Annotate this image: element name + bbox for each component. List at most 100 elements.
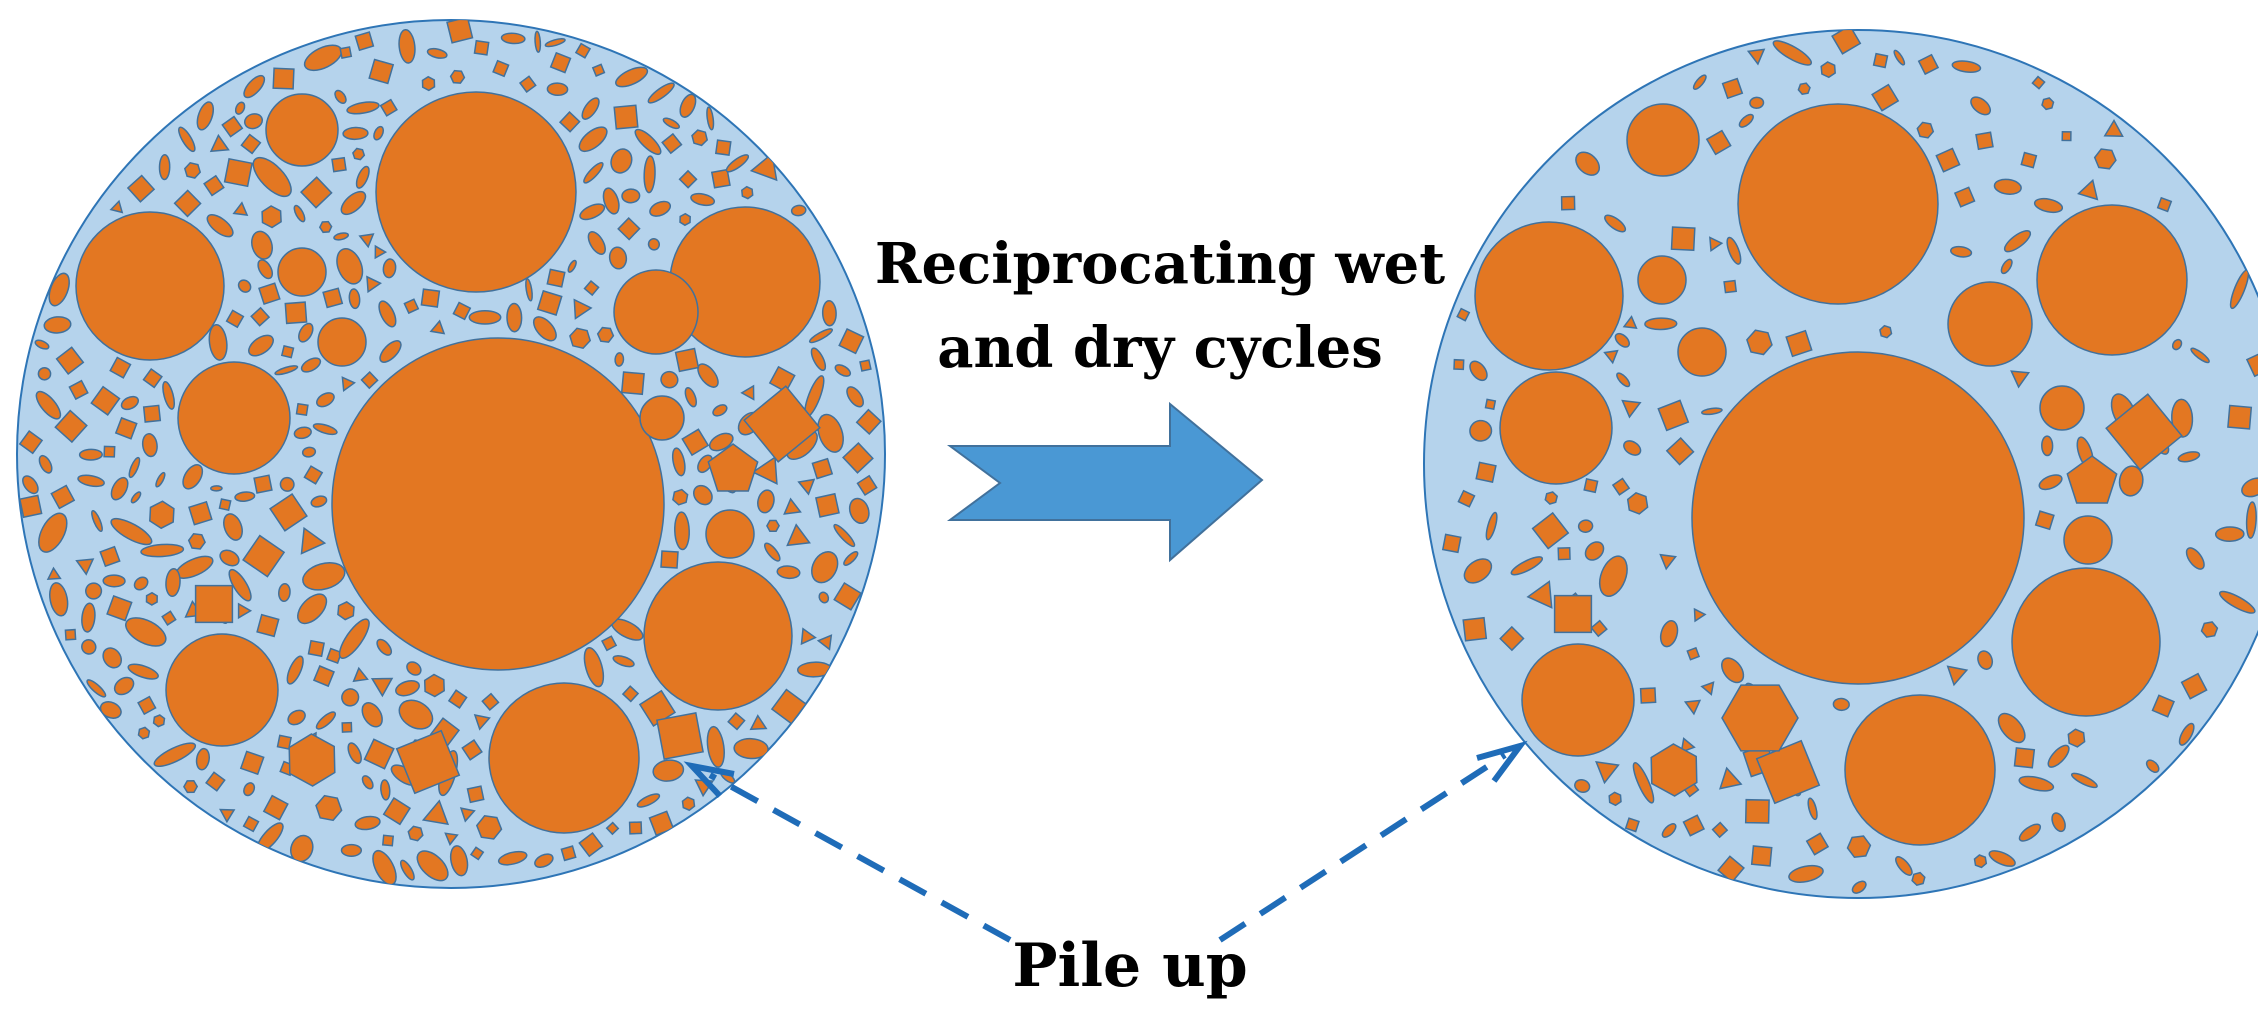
fine-particle-ellipse [808, 328, 834, 344]
fine-particle-ellipse [35, 390, 62, 420]
fine-particle-square [363, 738, 395, 770]
coarse-aggregate [277, 247, 327, 297]
fine-particle-square [54, 409, 88, 444]
fine-particle-square [242, 815, 260, 833]
fine-particle-hexagon [149, 500, 175, 530]
fine-particle-square [395, 729, 461, 795]
fine-particle-triangle [358, 233, 375, 249]
coarse-aggregate [488, 682, 640, 834]
fine-particle-square [620, 371, 645, 396]
fine-particle-ellipse [43, 316, 72, 334]
fine-particle-square [225, 309, 245, 329]
coarse-aggregate [177, 361, 291, 475]
fine-particle-ellipse [652, 759, 685, 782]
fine-particle-square [194, 584, 234, 624]
fine-particle-square [2245, 350, 2258, 378]
fine-particle-square [1456, 307, 1471, 322]
fine-particle-ellipse [85, 582, 103, 600]
fine-particle-ellipse [426, 47, 448, 59]
fine-particle-ellipse [1997, 712, 2026, 744]
fine-particle-ellipse [133, 576, 149, 591]
fine-particle-ellipse [2000, 258, 2013, 275]
fine-particle-ellipse [1738, 113, 1754, 128]
fine-particle-square [1721, 77, 1744, 100]
fine-particle-ellipse [99, 701, 122, 719]
fine-particle-ellipse [1721, 657, 1745, 684]
fine-particle-triangle [370, 677, 394, 698]
fine-particle-hexagon [183, 161, 202, 179]
fine-particle-square [205, 771, 226, 792]
fine-particle-ellipse [347, 742, 362, 765]
fine-particle-square [574, 42, 592, 59]
fine-particle-hexagon [1650, 743, 1698, 797]
fine-particle-ellipse [286, 655, 304, 685]
fine-particle-ellipse [38, 512, 68, 553]
fine-particle-square [492, 59, 510, 78]
fine-particle-hexagon [318, 220, 333, 234]
fine-particle-square [339, 46, 353, 59]
fine-particle-ellipse [1469, 419, 1493, 442]
fine-particle-ellipse [376, 638, 393, 656]
fine-particle-ellipse [2171, 338, 2183, 351]
coarse-aggregate [165, 633, 279, 747]
fine-particle-square [1499, 625, 1525, 652]
fine-particle-triangle [237, 602, 253, 620]
fine-particle-ellipse [127, 663, 159, 680]
fine-particle-square [379, 98, 398, 117]
fine-particle-hexagon [2041, 97, 2055, 111]
fine-particle-square [1475, 461, 1497, 483]
fine-particle-ellipse [128, 456, 141, 479]
coarse-aggregate [1637, 255, 1687, 305]
fine-particle-square [621, 685, 640, 703]
fine-particle-ellipse [195, 747, 210, 771]
fine-particle-ellipse [608, 246, 628, 270]
fine-particle-ellipse [302, 561, 346, 591]
arrowhead-left-icon [683, 761, 735, 799]
fine-particle-ellipse [1788, 864, 1824, 883]
fine-particle-ellipse [155, 471, 166, 488]
fine-particle-ellipse [158, 153, 171, 181]
fine-particle-square [628, 821, 643, 835]
fine-particle-ellipse [1659, 620, 1679, 648]
fine-particle-ellipse [612, 655, 635, 668]
coarse-aggregate [1474, 221, 1624, 371]
coarse-aggregate [331, 337, 665, 671]
fine-particle-triangle [300, 526, 327, 555]
fine-particle-triangle [800, 627, 817, 646]
fine-particle-square [1744, 798, 1770, 824]
fine-particle-square [1553, 594, 1593, 634]
fine-particle-ellipse [614, 352, 625, 367]
fine-particle-square [617, 217, 641, 241]
fine-particle-ellipse [406, 661, 422, 676]
coarse-aggregate [1677, 327, 1727, 377]
fine-particle-square [856, 474, 878, 497]
fine-particle-triangle [1709, 236, 1724, 253]
fine-particle-ellipse [712, 404, 728, 417]
coarse-aggregate [317, 317, 367, 367]
fine-particle-square [420, 288, 441, 308]
fine-particle-ellipse [636, 793, 661, 808]
fine-particle-ellipse [234, 101, 246, 115]
fine-particle-ellipse [579, 203, 606, 221]
fine-particle-ellipse [578, 126, 608, 153]
pile-up-label: Pile up [1012, 931, 1248, 1001]
fine-particle-square [307, 639, 325, 658]
fine-particle-ellipse [733, 737, 769, 760]
fine-particle-ellipse [692, 484, 713, 506]
fine-particle-hexagon [2200, 621, 2219, 638]
fine-particle-square [90, 385, 121, 416]
fine-particle-hexagon [679, 212, 691, 227]
fine-particle-square [188, 500, 213, 526]
fine-particle-triangle [109, 199, 124, 214]
fine-particle-ellipse [2018, 823, 2042, 842]
fine-particle-ellipse [1644, 317, 1678, 331]
fine-particle-ellipse [378, 300, 397, 328]
fine-particle-ellipse [662, 117, 680, 130]
fine-particle-ellipse [544, 37, 566, 48]
fine-particle-ellipse [1584, 541, 1605, 561]
fine-particle-triangle [783, 497, 802, 515]
fine-particle-ellipse [2018, 775, 2055, 792]
fine-particle-triangle [797, 478, 816, 496]
fine-particle-ellipse [22, 475, 39, 495]
fine-particle-ellipse [1701, 407, 1723, 416]
